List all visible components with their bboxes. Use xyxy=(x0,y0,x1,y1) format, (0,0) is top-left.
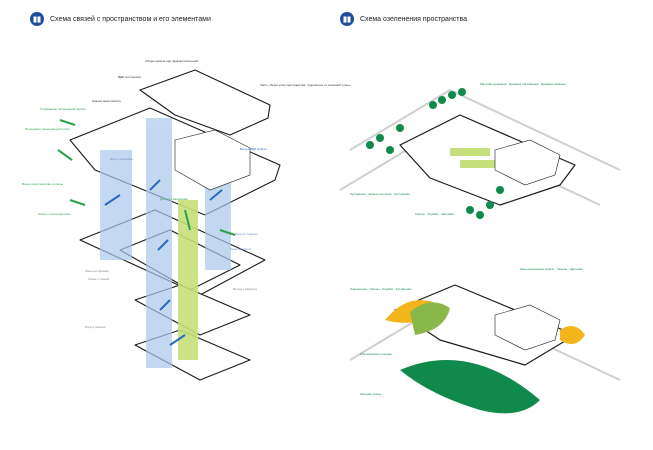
top-legend-3: Газоны · Клумбы · Цветники xyxy=(415,212,454,216)
bottom-legend-4: Зеленая улица xyxy=(360,392,381,396)
roof-plate xyxy=(139,69,271,136)
bottom-right-label: Выход к паркингу xyxy=(233,287,258,291)
mid-left-label: Вход в магазины xyxy=(110,157,133,161)
bottom-legend-3: Озеленённая площадь xyxy=(360,352,392,356)
bottom-legend-1: Озеленение · Газоны · Клумбы · Кустарник… xyxy=(350,287,412,291)
top-legend-2: Кустарники · Живые изгороди · Кустарники xyxy=(350,192,410,196)
right-mall-block-lower xyxy=(494,304,561,351)
green-arrows xyxy=(57,119,236,236)
mall-block xyxy=(174,129,251,191)
tree-cluster xyxy=(366,88,504,219)
right-panel-header: Схема озеленения пространства xyxy=(340,12,467,26)
blue-arrows xyxy=(104,179,223,346)
left-green-label-2: Площадка с внешним доступом xyxy=(25,127,69,131)
right-note-label: Часть общих улиц пространства, отделённо… xyxy=(260,83,350,87)
orange-lawn-right xyxy=(560,326,585,344)
lower-left-label-2: Связь с улицей xyxy=(88,277,110,281)
roof-label: Общее кровля над фудкортом/сценой xyxy=(145,59,198,63)
green-lawn-left xyxy=(410,302,450,335)
hvac-label: ВДБ постоянной xyxy=(118,75,141,79)
left-panel-title: Схема связей с пространством и его элеме… xyxy=(50,15,211,23)
left-green-label-4: Связь с пространством xyxy=(38,212,70,216)
left-green-label-3: Вход в пространство и улицы xyxy=(22,182,63,186)
center-green-label: Доступ к магазинам xyxy=(160,197,188,201)
book-icon xyxy=(340,12,354,26)
left-green-label-1: Соединение пешеходной ярусов xyxy=(40,107,86,111)
bottom-left-label: Вход в паркинг xyxy=(85,325,106,329)
mid-right-label: Вход в ВДБ кровли xyxy=(240,147,267,151)
light-green-beds xyxy=(450,148,495,168)
green-core xyxy=(178,200,198,360)
lower-right-label-2: Связь уровней xyxy=(230,247,251,251)
vertical-core-2 xyxy=(146,118,172,368)
right-panel-title: Схема озеленения пространства xyxy=(360,15,468,23)
left-panel-header: Схема связей с пространством и его элеме… xyxy=(30,12,211,26)
hall-label: Здание вместимость xyxy=(92,99,122,103)
bottom-legend-2: Зона озеленения кровли · Газоны · Цветни… xyxy=(520,267,583,271)
right-mall-block-upper xyxy=(494,139,561,186)
green-street xyxy=(400,360,540,414)
lower-left-label-1: Зона ресторанов xyxy=(85,269,109,273)
book-icon xyxy=(30,12,44,26)
top-legend-1: Массивы деревьев · Деревья лиственные · … xyxy=(480,82,566,86)
lower-right-label-1: Вход на террасу xyxy=(235,232,258,236)
